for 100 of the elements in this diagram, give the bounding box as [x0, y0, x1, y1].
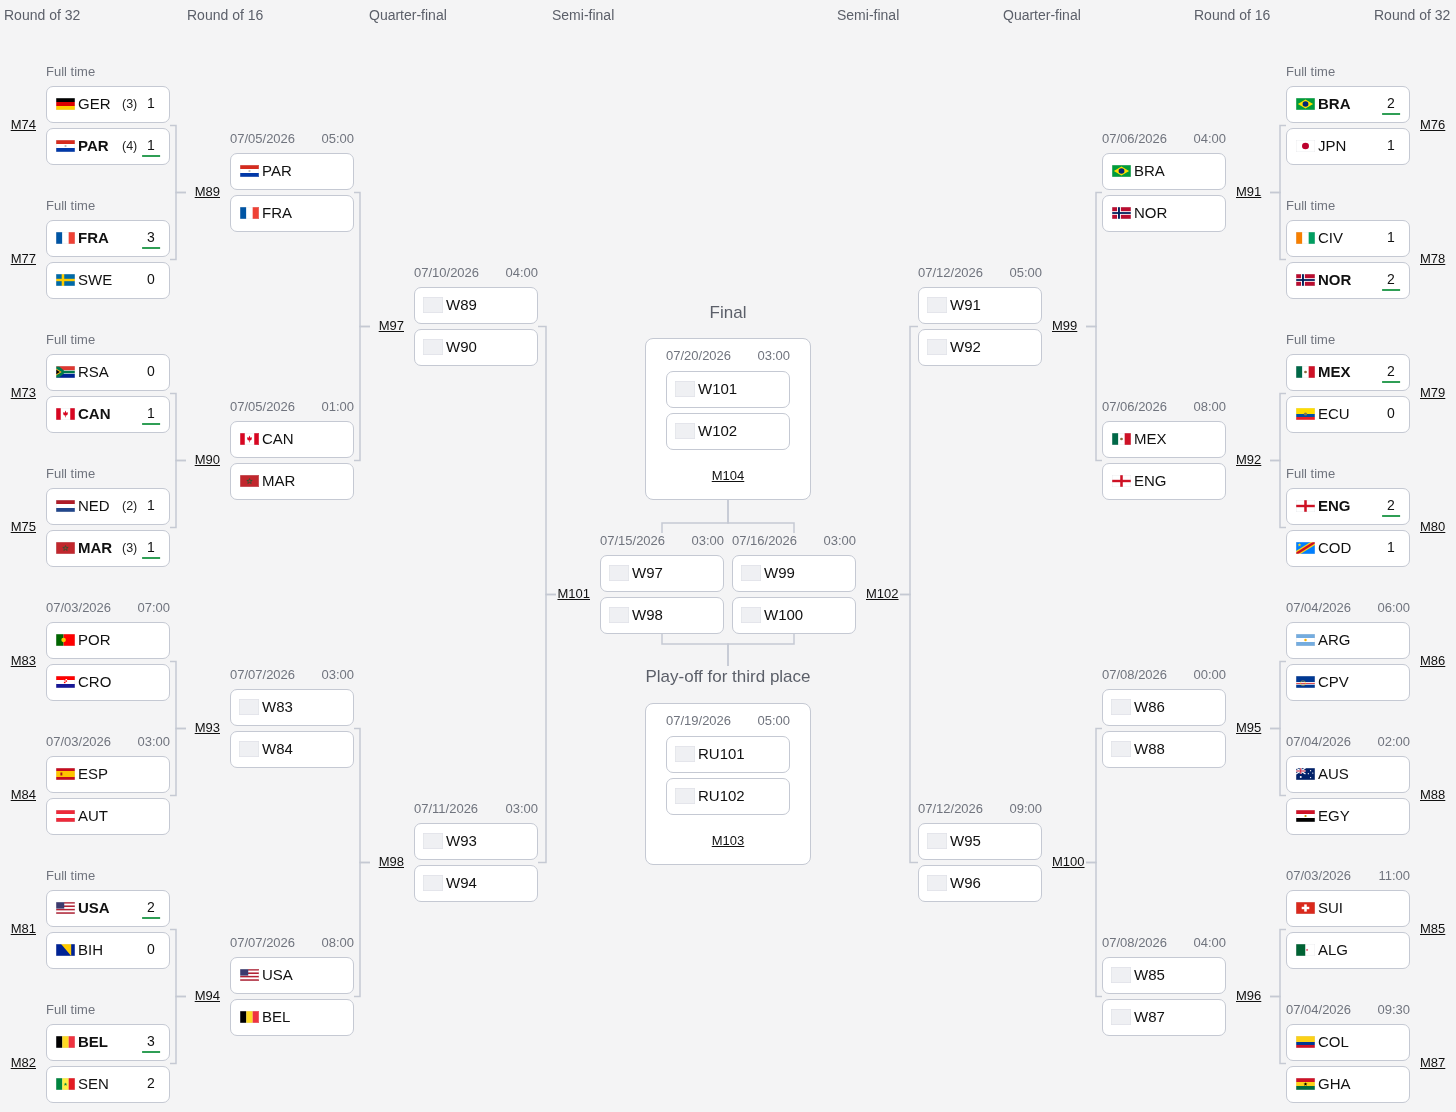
- team-code: CRO: [78, 673, 112, 691]
- team-card: [1286, 86, 1410, 123]
- round-heading: Quarter-final: [1003, 7, 1081, 24]
- match-link: M94: [194, 988, 220, 1004]
- team-code: CAN: [262, 430, 294, 448]
- team-card: [1286, 890, 1410, 927]
- match-link: M92: [1236, 452, 1262, 468]
- score: 0: [147, 270, 155, 288]
- kickoff-time: 05:00: [321, 131, 354, 147]
- penalty-score: (4): [122, 138, 138, 155]
- bracket-line: [169, 995, 187, 1065]
- team-code: SWE: [78, 271, 113, 289]
- team-card: [1286, 396, 1410, 433]
- round-heading: Round of 16: [1194, 7, 1271, 24]
- kickoff-time: 07:00: [137, 600, 170, 616]
- match-link: M90: [194, 452, 220, 468]
- team-code: POR: [78, 631, 111, 649]
- match-link: M96: [1236, 988, 1262, 1004]
- match-link: M74: [10, 117, 36, 133]
- team-code: ENG: [1318, 497, 1351, 515]
- team-code: GHA: [1318, 1075, 1351, 1093]
- team-card: [414, 287, 538, 324]
- team-code: BRA: [1134, 162, 1165, 180]
- match-link: M82: [10, 1055, 36, 1071]
- match-date: 07/07/2026: [230, 667, 296, 683]
- match-link: M100: [1052, 854, 1085, 870]
- bracket-line: [169, 459, 187, 529]
- team-card: [1102, 195, 1226, 232]
- kickoff-time: 08:00: [1193, 399, 1226, 415]
- match-status: Full time: [1286, 332, 1336, 348]
- team-card: [666, 736, 790, 773]
- kickoff-time: 06:00: [1377, 600, 1410, 616]
- team-card: [46, 128, 170, 165]
- team-card: [1286, 798, 1410, 835]
- team-card: [1102, 999, 1226, 1036]
- score: 3: [142, 228, 160, 249]
- team-code: NOR: [1134, 204, 1168, 222]
- team-card: [230, 463, 354, 500]
- team-card: [1102, 463, 1226, 500]
- match-date: 07/11/2026: [414, 801, 479, 817]
- score: 2: [147, 1074, 155, 1092]
- score: 1: [147, 496, 155, 514]
- team-code: EGY: [1318, 807, 1350, 825]
- team-code: W96: [950, 874, 981, 892]
- team-card: [1286, 622, 1410, 659]
- bracket-line: [353, 861, 371, 998]
- team-card: [732, 597, 856, 634]
- kickoff-time: 03:00: [823, 533, 856, 549]
- score: 1: [1387, 136, 1395, 154]
- team-code: MEX: [1134, 430, 1167, 448]
- team-code: AUS: [1318, 765, 1349, 783]
- team-card: [46, 530, 170, 567]
- kickoff-time: 05:00: [1009, 265, 1042, 281]
- team-card: [414, 329, 538, 366]
- team-card: [414, 823, 538, 860]
- bracket-line: [537, 593, 557, 864]
- team-code: W92: [950, 338, 981, 356]
- match-date: 07/16/2026: [732, 533, 798, 549]
- match-link: M101: [557, 586, 590, 602]
- team-code: W90: [446, 338, 477, 356]
- score: 1: [142, 404, 160, 425]
- team-code: NED: [78, 497, 110, 515]
- score: 0: [147, 940, 155, 958]
- team-code: GER: [78, 95, 111, 113]
- team-card: [46, 798, 170, 835]
- team-code: NOR: [1318, 271, 1352, 289]
- team-card: [230, 689, 354, 726]
- team-card: [46, 262, 170, 299]
- team-card: [46, 932, 170, 969]
- match-date: 07/04/2026: [1286, 734, 1352, 750]
- match-link: M76: [1420, 117, 1446, 133]
- match-date: 07/12/2026: [918, 801, 984, 817]
- team-card: [666, 413, 790, 450]
- team-code: COL: [1318, 1033, 1349, 1051]
- bracket-line: [727, 499, 795, 534]
- penalty-score: (3): [122, 540, 138, 557]
- team-code: ESP: [78, 765, 108, 783]
- match-link: M93: [194, 720, 220, 736]
- team-card: [1102, 689, 1226, 726]
- team-code: W93: [446, 832, 477, 850]
- match-status: Full time: [46, 198, 96, 214]
- penalty-score: (3): [122, 96, 138, 113]
- team-code: W99: [764, 564, 795, 582]
- team-code: W101: [698, 380, 738, 398]
- team-card: [918, 287, 1042, 324]
- team-card: [1286, 664, 1410, 701]
- team-card: [46, 622, 170, 659]
- match-date: 07/05/2026: [230, 131, 296, 147]
- team-code: W87: [1134, 1008, 1165, 1026]
- round-heading: Round of 32: [4, 7, 81, 24]
- team-code: W100: [764, 606, 804, 624]
- match-date: 07/08/2026: [1102, 667, 1168, 683]
- team-code: W98: [632, 606, 663, 624]
- match-link: M98: [378, 854, 404, 870]
- team-card: [600, 597, 724, 634]
- team-code: RU101: [698, 745, 745, 763]
- team-code: W97: [632, 564, 663, 582]
- bracket-line: [1085, 325, 1103, 462]
- match-link: M84: [10, 787, 36, 803]
- bracket-line: [1269, 459, 1287, 529]
